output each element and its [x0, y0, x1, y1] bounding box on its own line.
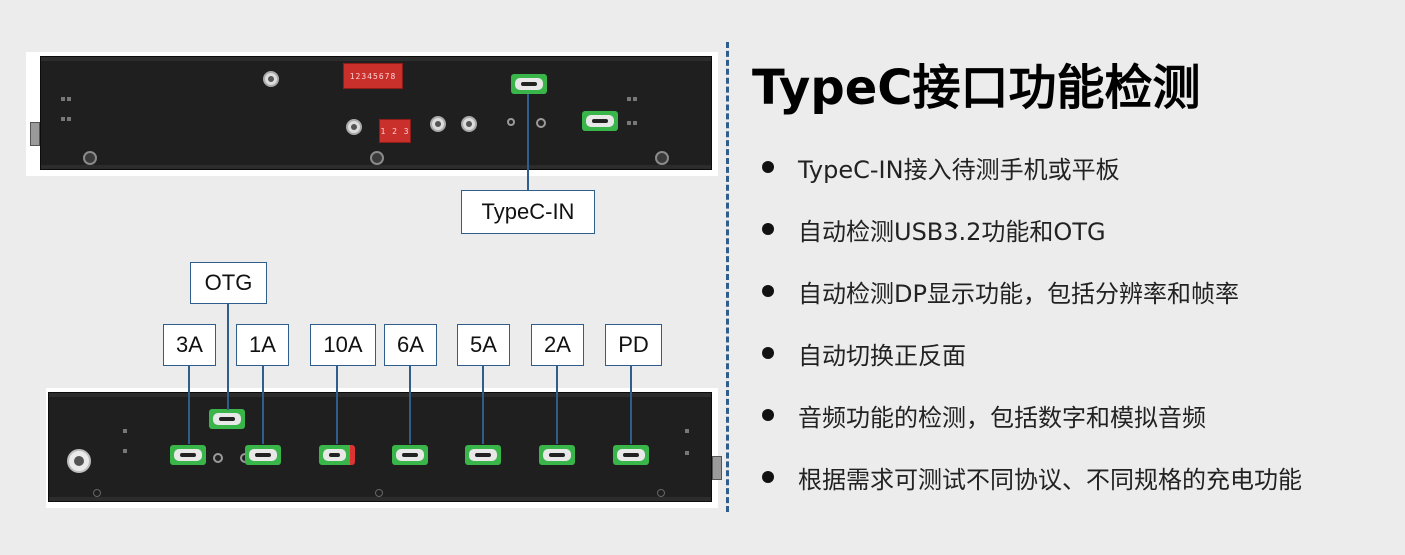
port-3a-callout: 3A: [163, 324, 216, 366]
bullet-icon: [762, 285, 774, 297]
audio-jack: [67, 449, 91, 473]
bottom-device-panel: [48, 392, 712, 502]
page-title: TypeC接口功能检测: [752, 60, 1201, 116]
port-pd: [613, 445, 649, 465]
bullet-icon: [762, 471, 774, 483]
otg-callout: OTG: [190, 262, 267, 304]
feature-item: 根据需求可测试不同协议、不同规格的充电功能: [762, 446, 1302, 508]
feature-item: 自动检测DP显示功能，包括分辨率和帧率: [762, 260, 1302, 322]
feature-text: 自动检测USB3.2功能和OTG: [798, 217, 1106, 246]
port-2a-callout: 2A: [531, 324, 584, 366]
otg-port: [209, 409, 245, 429]
port-1a-callout: 1A: [236, 324, 289, 366]
top-screw-left: [83, 151, 97, 165]
port-2a-label: 2A: [544, 332, 571, 357]
port-10a: [319, 445, 355, 465]
feature-text: 自动检测DP显示功能，包括分辨率和帧率: [798, 279, 1239, 308]
top-right-usbc-port: [582, 111, 618, 131]
port-6a: [392, 445, 428, 465]
dashed-divider: [726, 42, 729, 512]
top-screw-right: [655, 151, 669, 165]
feature-text: 音频功能的检测，包括数字和模拟音频: [798, 403, 1206, 432]
top-small-jack-2: [536, 118, 546, 128]
feature-text: 自动切换正反面: [798, 341, 966, 370]
small-switch-text: 1 2 3: [380, 126, 410, 136]
top-device-panel: 12345678 1 2 3: [40, 56, 712, 170]
bullet-icon: [762, 347, 774, 359]
small-red-switch: 1 2 3: [379, 119, 411, 143]
feature-list: TypeC-IN接入待测手机或平板 自动检测USB3.2功能和OTG 自动检测D…: [762, 136, 1302, 508]
port-10a-callout: 10A: [310, 324, 376, 366]
top-small-jack-1: [507, 118, 515, 126]
port-6a-callout: 6A: [384, 324, 437, 366]
feature-item: TypeC-IN接入待测手机或平板: [762, 136, 1302, 198]
port-1a: [245, 445, 281, 465]
top-indicator-hole: [263, 71, 279, 87]
port-3a: [170, 445, 206, 465]
port-1a-label: 1A: [249, 332, 276, 357]
feature-text: TypeC-IN接入待测手机或平板: [798, 155, 1120, 184]
feature-item: 自动检测USB3.2功能和OTG: [762, 198, 1302, 260]
top-led-1: [430, 116, 446, 132]
typec-in-callout-text: TypeC-IN: [481, 199, 575, 224]
top-device-side-tab: [30, 122, 40, 146]
port-3a-label: 3A: [176, 332, 203, 357]
bullet-icon: [762, 161, 774, 173]
top-reset-hole: [346, 119, 362, 135]
feature-item: 自动切换正反面: [762, 322, 1302, 384]
port-2a: [539, 445, 575, 465]
dip-switch-connector: 12345678: [343, 63, 403, 89]
otg-callout-text: OTG: [204, 270, 253, 295]
top-screw-mid: [370, 151, 384, 165]
port-10a-label: 10A: [323, 332, 363, 357]
port-6a-label: 6A: [397, 332, 424, 357]
typec-in-port: [511, 74, 547, 94]
typec-in-leader: [527, 94, 529, 190]
port-5a: [465, 445, 501, 465]
bullet-icon: [762, 409, 774, 421]
port-5a-label: 5A: [470, 332, 497, 357]
typec-in-callout: TypeC-IN: [461, 190, 595, 234]
dip-switch-text: 12345678: [349, 71, 397, 81]
bullet-icon: [762, 223, 774, 235]
port-pd-callout: PD: [605, 324, 662, 366]
bottom-small-jack-1: [213, 453, 223, 463]
otg-leader: [227, 304, 229, 410]
port-pd-label: PD: [618, 332, 649, 357]
bottom-device-side-tab: [712, 456, 722, 480]
feature-item: 音频功能的检测，包括数字和模拟音频: [762, 384, 1302, 446]
top-led-2: [461, 116, 477, 132]
port-5a-callout: 5A: [457, 324, 510, 366]
feature-text: 根据需求可测试不同协议、不同规格的充电功能: [798, 465, 1302, 494]
